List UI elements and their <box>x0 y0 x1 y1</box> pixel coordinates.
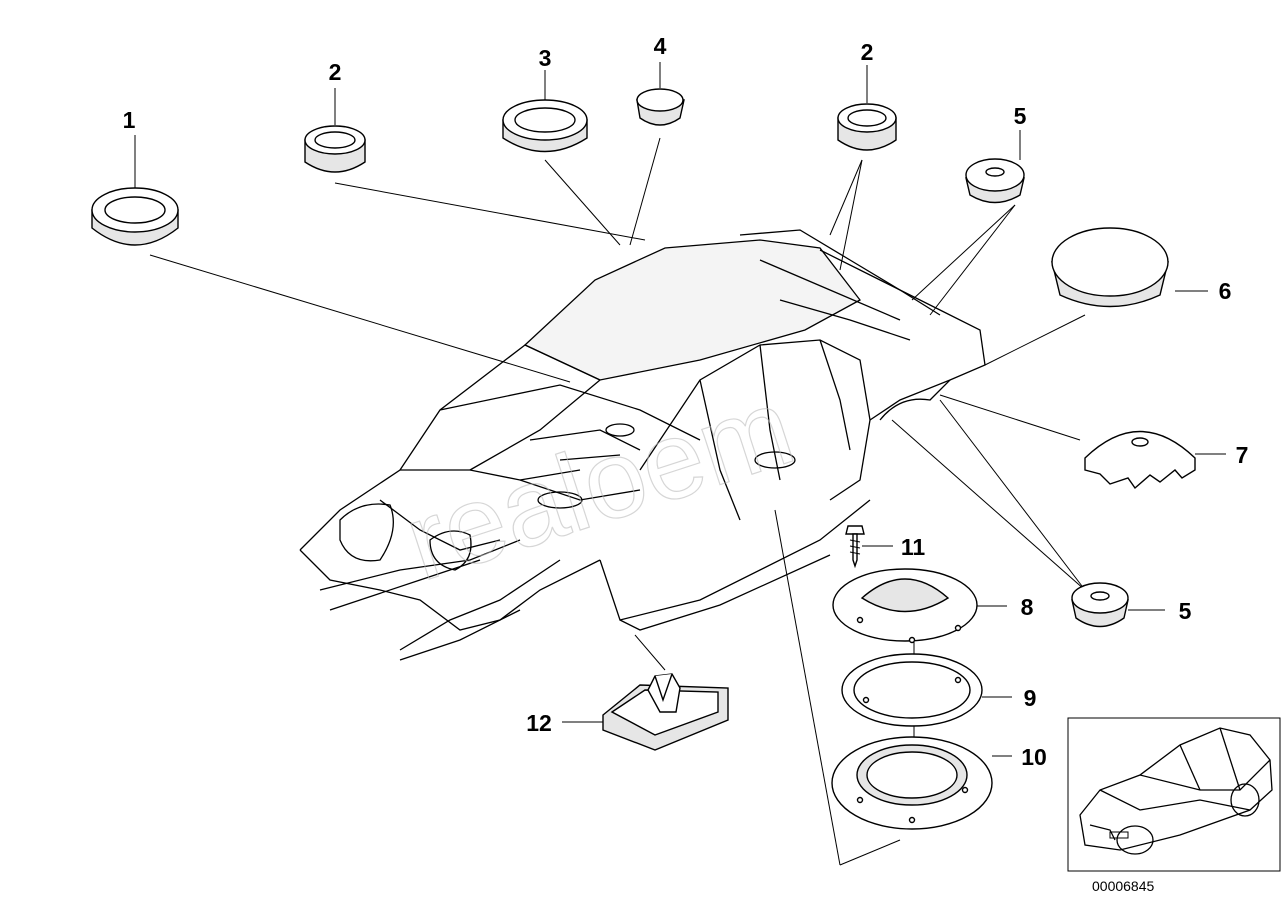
watermark: realoem <box>391 365 807 605</box>
callout-5-bottom: 5 <box>1179 598 1192 624</box>
part-2-grommet-right <box>837 103 897 151</box>
part-11-screw <box>845 525 865 569</box>
callout-10: 10 <box>1021 744 1047 770</box>
car-body-shell <box>299 229 986 661</box>
callout-6: 6 <box>1219 278 1232 304</box>
part-7-slotted-cap <box>1084 430 1196 490</box>
part-2-grommet-left <box>304 125 366 173</box>
part-1-grommet <box>91 187 179 246</box>
callout-2-left: 2 <box>329 59 342 85</box>
part-8-cover-plate <box>832 568 978 644</box>
callout-1: 1 <box>123 107 136 133</box>
callout-9: 9 <box>1024 685 1037 711</box>
callout-4: 4 <box>654 33 667 59</box>
callout-5-top: 5 <box>1014 103 1027 129</box>
leader-lines <box>149 137 1086 866</box>
part-5-grommet-top <box>965 158 1025 204</box>
part-4-blind-plug <box>636 88 685 126</box>
callout-11: 11 <box>901 534 926 560</box>
callout-7: 7 <box>1236 442 1249 468</box>
callout-3: 3 <box>539 45 552 71</box>
vehicle-thumbnail <box>1067 717 1281 872</box>
part-9-ring-gasket <box>841 653 983 727</box>
callout-2-right: 2 <box>861 39 874 65</box>
part-12-jack-pad <box>602 673 729 751</box>
diagram-code: 00006845 <box>1092 878 1155 894</box>
callout-12: 12 <box>526 710 552 736</box>
part-3-grommet <box>502 99 588 153</box>
part-10-mounting-ring <box>831 736 993 830</box>
part-6-cover <box>1051 227 1169 308</box>
callout-8: 8 <box>1021 594 1034 620</box>
part-5-grommet-bottom <box>1071 582 1129 628</box>
label-ticks <box>134 62 1226 757</box>
